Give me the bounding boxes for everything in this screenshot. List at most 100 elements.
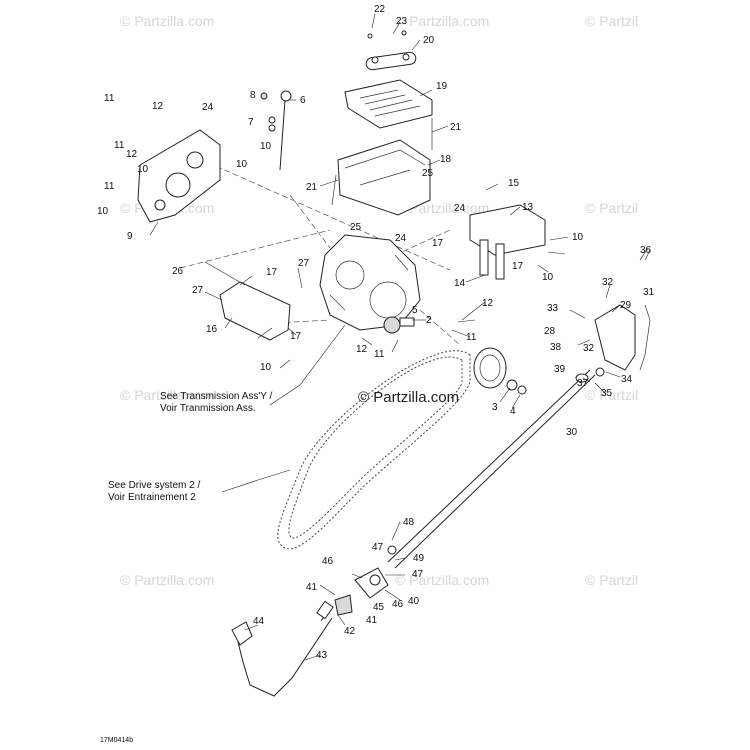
callout-label: 8 <box>250 90 256 101</box>
watermark-text: © Partzil <box>585 572 638 588</box>
top-bracket-part <box>365 30 417 71</box>
callout-label: 36 <box>640 245 652 256</box>
callout-label: 10 <box>260 141 272 152</box>
bracket-13-part <box>469 204 546 280</box>
bracket-16-part <box>204 261 291 341</box>
callout-label: 7 <box>248 117 254 128</box>
callout-label: 11 <box>104 93 115 104</box>
callout-label: 25 <box>422 168 434 179</box>
callout-label: 47 <box>372 542 384 553</box>
callout-label: 10 <box>137 164 149 175</box>
callout-label: 27 <box>192 285 204 296</box>
callout-label: 29 <box>620 300 632 311</box>
callout-label: 33 <box>547 303 559 314</box>
callout-label: 3 <box>492 402 498 413</box>
callout-label: 32 <box>583 343 595 354</box>
watermark-text: © Partzilla.com <box>395 13 489 29</box>
callout-label: 11 <box>374 349 385 360</box>
leader-lines <box>149 13 651 661</box>
callout-label: 39 <box>554 364 566 375</box>
callout-label: 2 <box>426 315 432 326</box>
callout-label: 11 <box>114 140 125 151</box>
callout-label: 5 <box>412 305 418 316</box>
callout-label: 28 <box>544 326 556 337</box>
watermark-text: © Partzil <box>585 13 638 29</box>
callout-label: 12 <box>356 344 368 355</box>
callout-label: 24 <box>454 203 466 214</box>
transmission-note-line2: Voir Tranmission Ass. <box>160 403 256 414</box>
dipstick-6-part <box>260 90 292 171</box>
callout-label: 14 <box>454 278 466 289</box>
callout-label: 46 <box>322 556 334 567</box>
watermark-text: © Partzilla.com <box>120 13 214 29</box>
drive-note-line2: Voir Entrainement 2 <box>108 492 196 503</box>
callout-label: 25 <box>350 222 362 233</box>
callout-label: 24 <box>202 102 214 113</box>
drive-note-line1: See Drive system 2 / <box>108 480 200 491</box>
callout-label: 42 <box>344 626 356 637</box>
callout-label: 44 <box>253 616 265 627</box>
callout-label: 40 <box>408 596 420 607</box>
callout-label: 12 <box>482 298 494 309</box>
watermark-text: © Partzil <box>585 200 638 216</box>
callout-label: 10 <box>236 159 248 170</box>
callout-label: 32 <box>602 277 614 288</box>
callout-label: 45 <box>373 602 385 613</box>
callout-label: 23 <box>396 16 408 27</box>
callout-label: 27 <box>298 258 310 269</box>
callout-label: 10 <box>260 362 272 373</box>
callout-label: 17 <box>266 267 278 278</box>
callout-label: 21 <box>450 122 462 133</box>
callout-label: 30 <box>566 427 578 438</box>
callout-labels: 22 23 20 19 21 18 25 21 25 24 24 15 13 1… <box>97 4 655 661</box>
figure-code: 17M0414b <box>100 737 133 744</box>
callout-label: 10 <box>97 206 109 217</box>
callout-label: 41 <box>366 615 378 626</box>
transmission-note-line1: See Transmission Ass'Y / <box>160 391 273 402</box>
callout-label: 19 <box>436 81 448 92</box>
callout-label: 9 <box>127 231 133 242</box>
callout-label: 15 <box>508 178 520 189</box>
callout-label: 16 <box>206 324 218 335</box>
callout-label: 46 <box>392 599 404 610</box>
callout-label: 38 <box>550 342 562 353</box>
callout-label: 21 <box>306 182 318 193</box>
center-watermark: © Partzilla.com <box>358 389 459 406</box>
callout-label: 11 <box>104 181 115 192</box>
callout-label: 31 <box>643 287 655 298</box>
callout-label: 47 <box>412 569 424 580</box>
callout-label: 26 <box>172 266 184 277</box>
callout-label: 10 <box>572 232 584 243</box>
linkage-part <box>334 545 397 616</box>
callout-label: 10 <box>542 272 554 283</box>
watermark-text: © Partzilla.com <box>120 387 214 403</box>
shaft-30-part <box>387 367 605 569</box>
reference-notes: See Transmission Ass'Y / Voir Tranmissio… <box>108 391 273 503</box>
watermark-text: © Partzil <box>585 387 638 403</box>
drive-belt <box>277 350 471 550</box>
callout-label: 4 <box>510 406 516 417</box>
pulley-part <box>399 317 527 395</box>
callout-label: 35 <box>601 388 613 399</box>
callout-label: 17 <box>290 331 302 342</box>
callout-label: 12 <box>152 101 164 112</box>
callout-label: 22 <box>374 4 386 15</box>
callout-label: 17 <box>512 261 524 272</box>
watermark-text: © Partzilla.com <box>395 572 489 588</box>
callout-label: 13 <box>522 202 534 213</box>
lever-43-part <box>231 600 334 697</box>
callout-label: 18 <box>440 154 452 165</box>
callout-label: 49 <box>413 553 425 564</box>
transmission-housing-part <box>319 234 421 334</box>
plate-9-part <box>137 129 221 223</box>
callout-label: 20 <box>423 35 435 46</box>
callout-label: 41 <box>306 582 318 593</box>
callout-label: 11 <box>466 332 477 343</box>
callout-label: 24 <box>395 233 407 244</box>
tray-19-part <box>344 79 433 129</box>
callout-label: 17 <box>432 238 444 249</box>
callout-label: 12 <box>126 149 138 160</box>
callout-label: 43 <box>316 650 328 661</box>
callout-label: 37 <box>577 378 589 389</box>
